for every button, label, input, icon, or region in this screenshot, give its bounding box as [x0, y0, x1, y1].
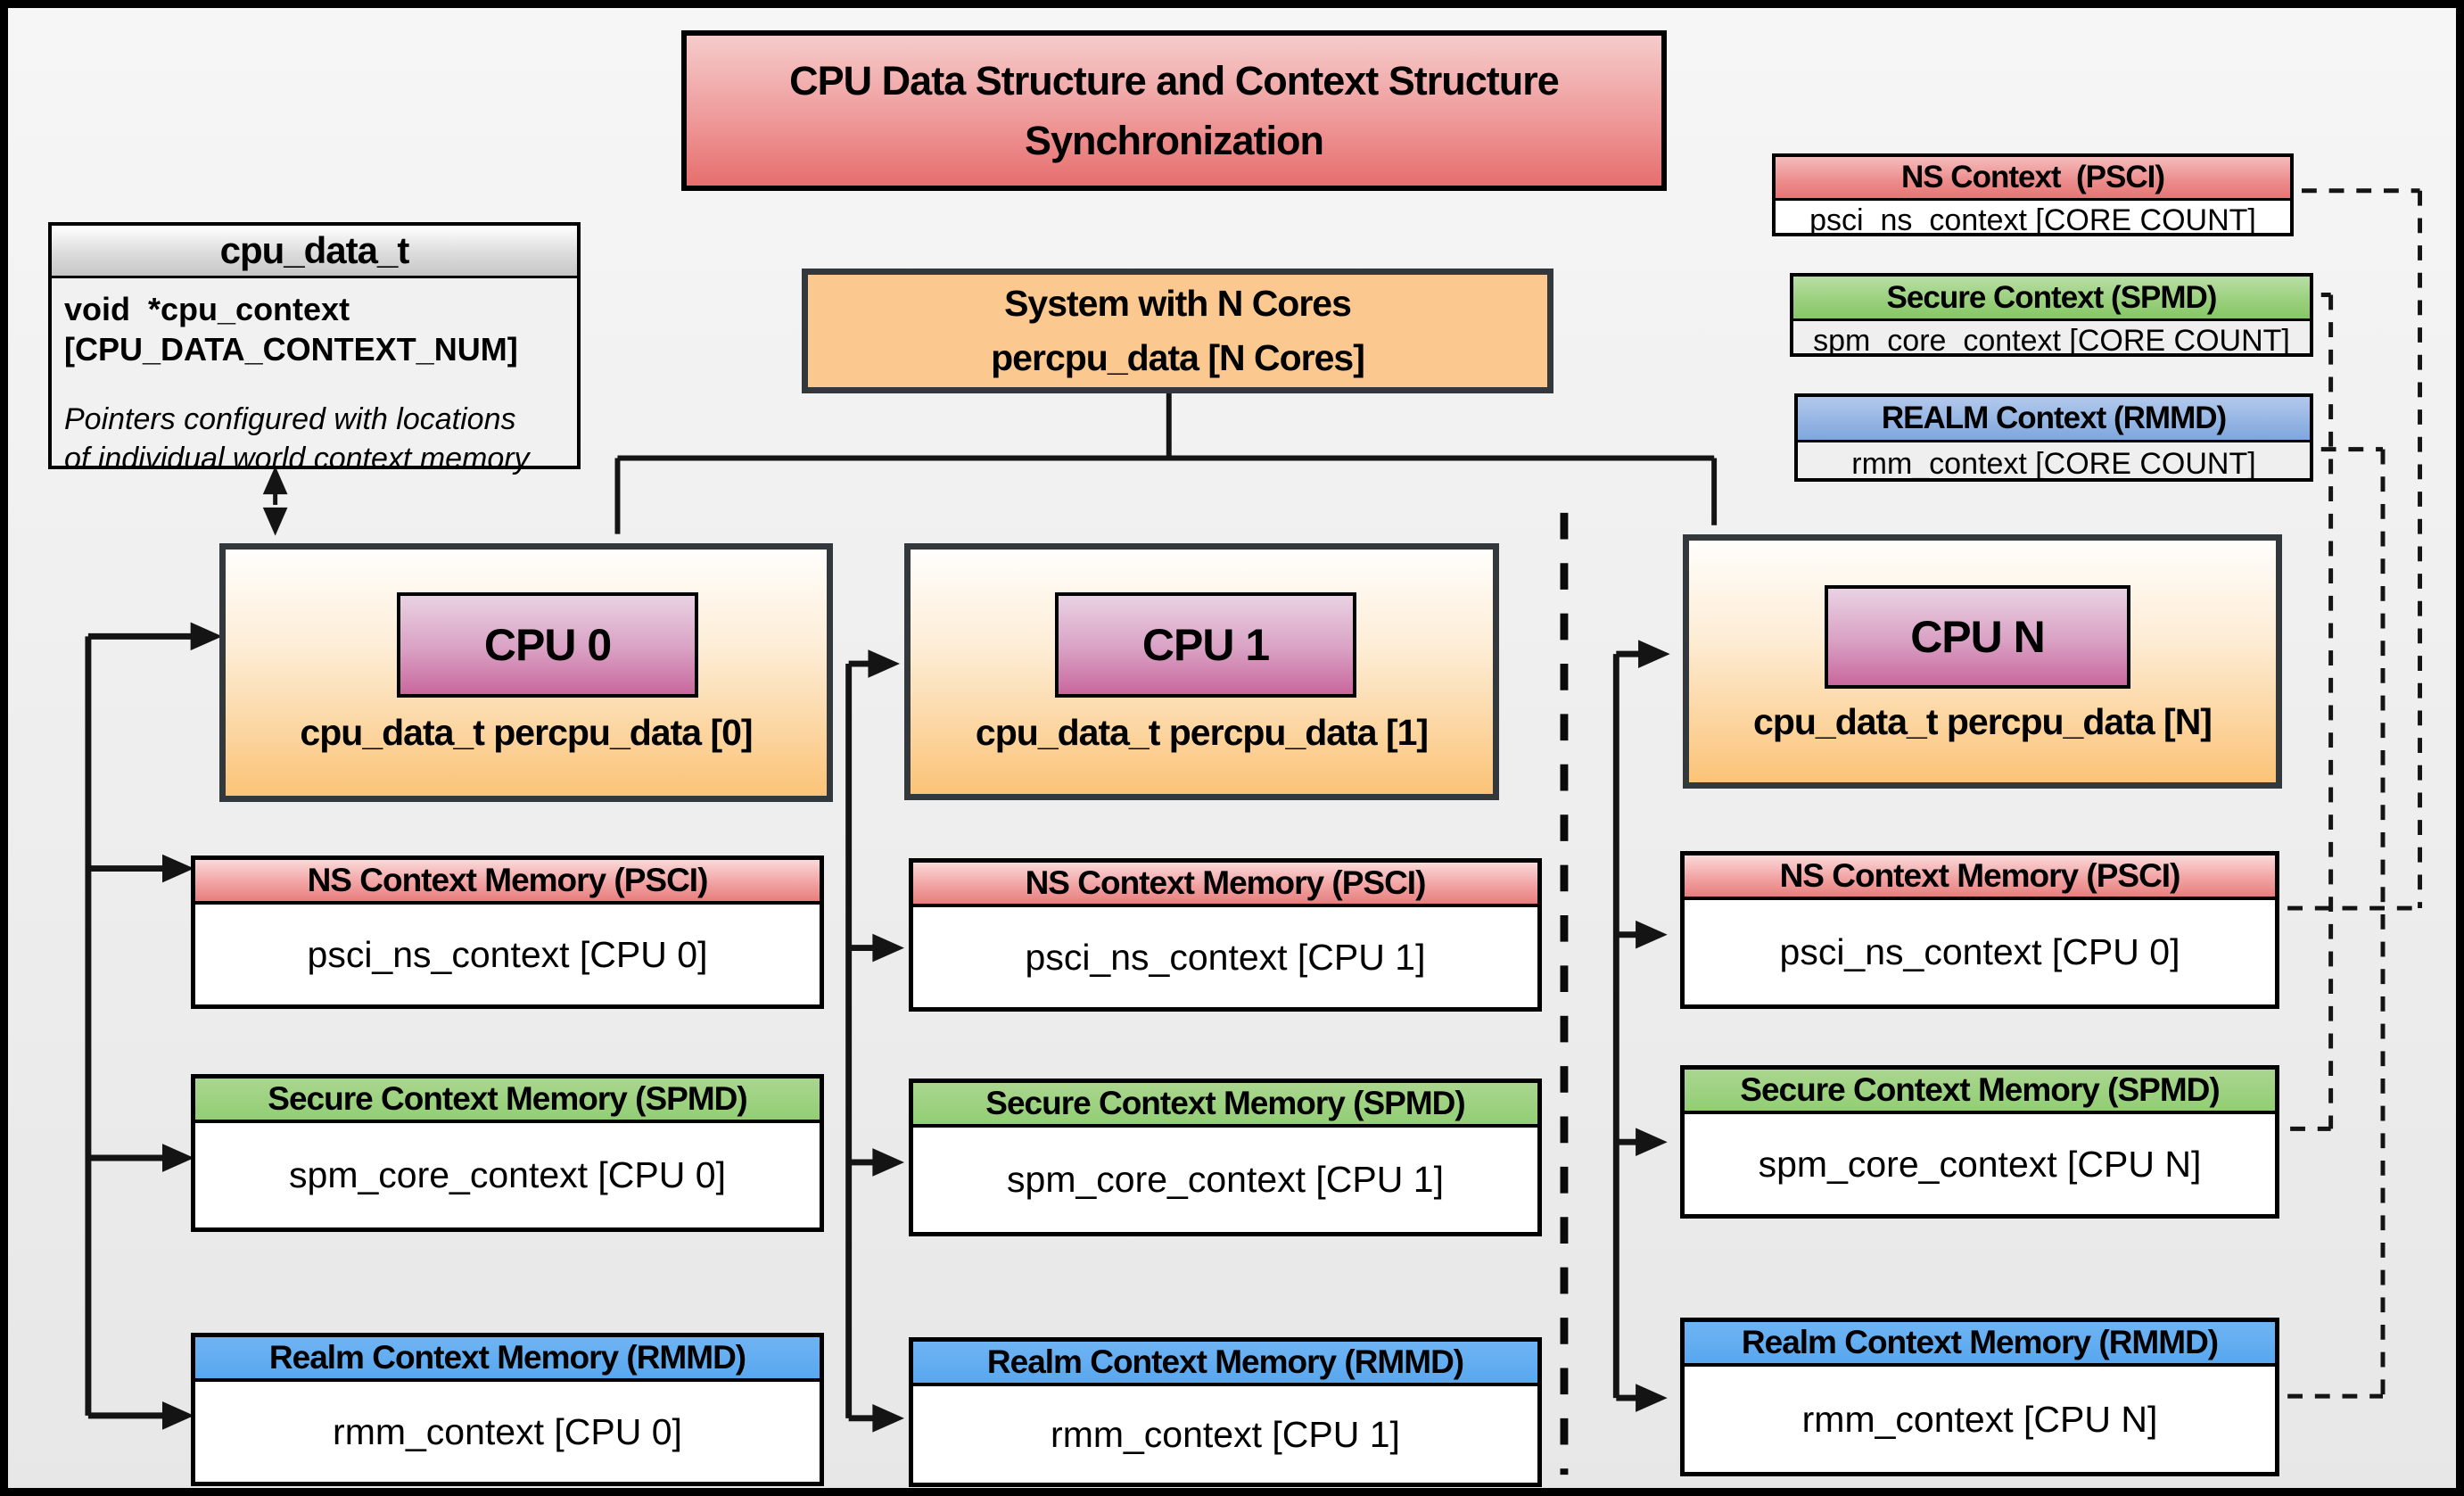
cpu0-realm-memory-header: Realm Context Memory (RMMD)	[195, 1337, 820, 1382]
cpu0-ns-memory-header: NS Context Memory (PSCI)	[195, 860, 820, 905]
cpu1-secure-memory-header: Secure Context Memory (SPMD)	[913, 1083, 1537, 1128]
system-line2: percpu_data [N Cores]	[991, 337, 1365, 378]
system-branch-connector	[614, 389, 1718, 534]
cpu0-realm-memory-box: Realm Context Memory (RMMD) rmm_context …	[191, 1333, 824, 1486]
legend-secure-body: spm_core_context [CORE COUNT]	[1813, 323, 2290, 358]
diagram-title-line1: CPU Data Structure and Context Structure	[789, 57, 1560, 103]
cpu1-secure-memory-box: Secure Context Memory (SPMD) spm_core_co…	[909, 1079, 1542, 1236]
cpuN-pointer-rail	[1612, 640, 1670, 1412]
cpu1-realm-memory-box: Realm Context Memory (RMMD) rmm_context …	[909, 1337, 1542, 1487]
cpu-data-t-struct-box: cpu_data_t void *cpu_context [CPU_DATA_C…	[48, 222, 581, 475]
legend-secure-context: Secure Context (SPMD) spm_core_context […	[1790, 273, 2313, 358]
connector-layer	[85, 188, 2423, 1475]
legend-secure-header: Secure Context (SPMD)	[1793, 277, 2310, 321]
cpu-context-field-line2: [CPU_DATA_CONTEXT_NUM]	[64, 331, 518, 368]
system-line1: System with N Cores	[1004, 282, 1352, 324]
cpuN-box: CPU N cpu_data_t percpu_data [N]	[1683, 534, 2282, 789]
cpu1-pointer-rail	[845, 649, 904, 1433]
cpu1-data-label: cpu_data_t percpu_data [1]	[975, 712, 1429, 753]
cpuN-realm-memory-box: Realm Context Memory (RMMD) rmm_context …	[1680, 1318, 2279, 1476]
cpuN-ns-memory-header: NS Context Memory (PSCI)	[1685, 855, 2275, 900]
system-box: System with N Cores percpu_data [N Cores…	[802, 269, 1553, 393]
cpu1-ns-memory-body: psci_ns_context [CPU 1]	[1025, 936, 1426, 978]
struct-note-line2: of individual world context memory	[64, 442, 530, 476]
cpuN-secure-memory-body: spm_core_context [CPU N]	[1758, 1143, 2202, 1185]
cpu0-data-label: cpu_data_t percpu_data [0]	[300, 712, 753, 753]
cpuN-realm-memory-header: Realm Context Memory (RMMD)	[1685, 1322, 2275, 1367]
cpu1-secure-memory-body: spm_core_context [CPU 1]	[1007, 1159, 1444, 1200]
cpuN-ns-memory-box: NS Context Memory (PSCI) psci_ns_context…	[1680, 851, 2279, 1009]
cpu1-realm-memory-body: rmm_context [CPU 1]	[1051, 1413, 1400, 1455]
legend-realm-context: REALM Context (RMMD) rmm_context [CORE C…	[1794, 393, 2313, 482]
legend-ns-header: NS Context (PSCI)	[1776, 157, 2290, 201]
cpuN-realm-memory-body: rmm_context [CPU N]	[1801, 1398, 2158, 1440]
cpu0-secure-memory-box: Secure Context Memory (SPMD) spm_core_co…	[191, 1074, 824, 1232]
cpuN-chip: CPU N	[1825, 585, 2130, 689]
cpu1-realm-memory-header: Realm Context Memory (RMMD)	[913, 1342, 1537, 1386]
cpu0-secure-memory-header: Secure Context Memory (SPMD)	[195, 1079, 820, 1123]
struct-note: Pointers configured with locations of in…	[64, 400, 564, 478]
cpu0-chip: CPU 0	[397, 592, 698, 698]
cpu0-ns-memory-box: NS Context Memory (PSCI) psci_ns_context…	[191, 855, 824, 1009]
cpu-context-field-line1: void *cpu_context	[64, 291, 350, 327]
cpu1-box: CPU 1 cpu_data_t percpu_data [1]	[904, 543, 1499, 800]
cpu0-box: CPU 0 cpu_data_t percpu_data [0]	[219, 543, 833, 802]
legend-realm-header: REALM Context (RMMD)	[1798, 397, 2310, 442]
legend-ns-body: psci_ns_context [CORE COUNT]	[1809, 202, 2256, 237]
ns-context-sync-dashed	[2260, 188, 2423, 911]
cpu0-ns-memory-body: psci_ns_context [CPU 0]	[307, 933, 708, 975]
cpu-data-t-body: void *cpu_context [CPU_DATA_CONTEXT_NUM]…	[52, 278, 577, 478]
cpu0-realm-memory-body: rmm_context [CPU 0]	[333, 1410, 682, 1452]
struct-sync-dashed-arrow	[262, 466, 288, 536]
diagram-title-line2: Synchronization	[1024, 118, 1324, 163]
cpu1-chip: CPU 1	[1055, 592, 1356, 698]
cpuN-secure-memory-header: Secure Context Memory (SPMD)	[1685, 1070, 2275, 1114]
cpu1-ns-memory-box: NS Context Memory (PSCI) psci_ns_context…	[909, 858, 1542, 1012]
cpuN-ns-memory-body: psci_ns_context [CPU 0]	[1779, 931, 2180, 972]
cpu0-secure-memory-body: spm_core_context [CPU 0]	[289, 1154, 726, 1195]
legend-ns-context: NS Context (PSCI) psci_ns_context [CORE …	[1772, 153, 2294, 237]
cpu1-ns-memory-header: NS Context Memory (PSCI)	[913, 863, 1537, 907]
cpu-data-t-header: cpu_data_t	[52, 226, 577, 278]
cpuN-data-label: cpu_data_t percpu_data [N]	[1753, 701, 2213, 742]
legend-realm-body: rmm_context [CORE COUNT]	[1851, 446, 2256, 481]
cpuN-secure-memory-box: Secure Context Memory (SPMD) spm_core_co…	[1680, 1065, 2279, 1219]
diagram-title: CPU Data Structure and Context Structure…	[681, 30, 1667, 191]
struct-note-line1: Pointers configured with locations	[64, 402, 516, 436]
cpu0-pointer-rail	[85, 622, 223, 1430]
